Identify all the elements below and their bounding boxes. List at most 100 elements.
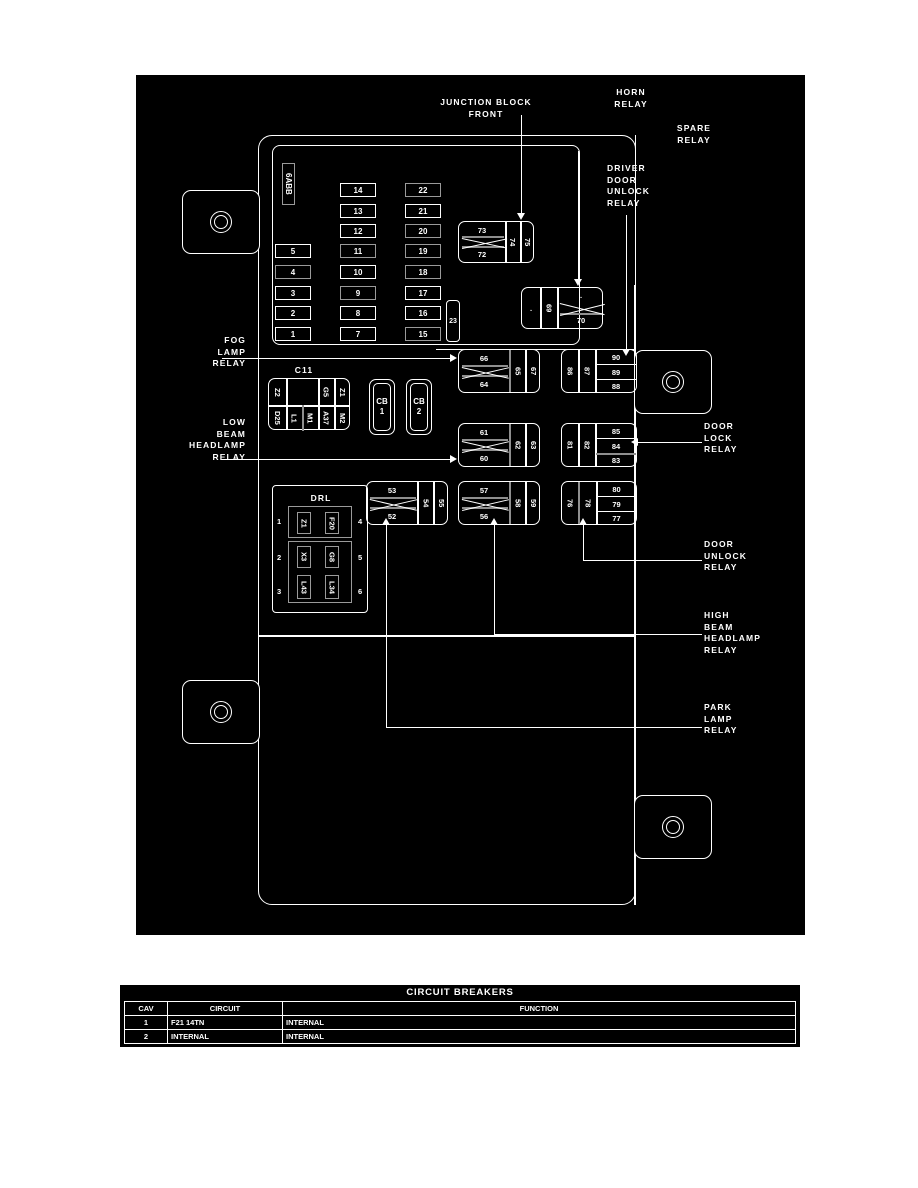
fuse-3[interactable]: 3 bbox=[275, 286, 311, 300]
fuse-19[interactable]: 19 bbox=[405, 244, 441, 258]
leader-horn bbox=[521, 115, 522, 215]
diagram-panel: JUNCTION BLOCK FRONT HORN RELAY SPARE RE… bbox=[136, 75, 805, 935]
c11-v1 bbox=[286, 379, 288, 429]
leader-doorunlock-v bbox=[583, 524, 584, 560]
fuse-18[interactable]: 18 bbox=[405, 265, 441, 279]
circuit-breaker-2-label: CB 2 bbox=[410, 383, 428, 431]
fuse-5[interactable]: 5 bbox=[275, 244, 311, 258]
tab-outer-circle bbox=[662, 371, 684, 393]
c11-cav-Z2: Z2 bbox=[273, 387, 282, 397]
relay-driver-door-unlock[interactable]: 86 87 90 89 88 bbox=[561, 349, 637, 393]
relay-spare[interactable]: . 69 . 70 bbox=[521, 287, 605, 329]
row2-circuit: INTERNAL bbox=[167, 1029, 283, 1044]
relay-doorlock-h1 bbox=[596, 438, 636, 439]
diagram-title: JUNCTION BLOCK FRONT bbox=[440, 97, 532, 119]
relay-horn-cav-72: 72 bbox=[477, 249, 487, 259]
relay-highbeam-cav-57: 57 bbox=[479, 485, 489, 495]
leader-doorlock bbox=[636, 442, 702, 443]
fuse-2[interactable]: 2 bbox=[275, 306, 311, 320]
relay-doorunlock-cav-80: 80 bbox=[612, 484, 621, 494]
drl-module-outline bbox=[272, 485, 368, 613]
fuse-22[interactable]: 22 bbox=[405, 183, 441, 197]
relay-ddu-div2 bbox=[595, 350, 597, 392]
fuse-4[interactable]: 4 bbox=[275, 265, 311, 279]
row1-cav: 1 bbox=[124, 1015, 168, 1030]
relay-doorlock-div2 bbox=[595, 424, 597, 466]
drl-cav-L43: L43 bbox=[297, 575, 311, 599]
relay-lowbeam-div2 bbox=[525, 424, 527, 466]
relay-door-lock[interactable]: 81 82 85 84 83 bbox=[561, 423, 637, 467]
relay-fog-div1 bbox=[509, 350, 511, 392]
circuit-breaker-1[interactable]: CB 1 bbox=[369, 379, 395, 435]
relay-door-unlock[interactable]: 76 78 80 79 77 bbox=[561, 481, 637, 525]
relay-doorunlock-div1 bbox=[578, 482, 580, 524]
drl-pin-3: 3 bbox=[277, 587, 282, 596]
fuse-11[interactable]: 11 bbox=[340, 244, 376, 258]
relay-high-beam-headlamp[interactable]: 57 56 58 59 bbox=[458, 481, 540, 525]
fuse-20[interactable]: 20 bbox=[405, 224, 441, 238]
fuse-15[interactable]: 15 bbox=[405, 327, 441, 341]
connector-c11[interactable]: Z2 G5 Z1 D25 L1 M1 A37 M2 bbox=[268, 378, 350, 431]
leader-parklamp-arrow bbox=[382, 518, 390, 525]
drl-top-compartment[interactable]: Z1 F20 bbox=[288, 506, 352, 538]
fuse-1[interactable]: 1 bbox=[275, 327, 311, 341]
relay-spare-div2 bbox=[557, 288, 559, 328]
relay-highbeam-cav-58: 58 bbox=[513, 498, 523, 508]
fuse-14[interactable]: 14 bbox=[340, 183, 376, 197]
relay-low-beam-headlamp[interactable]: 61 60 62 63 bbox=[458, 423, 540, 467]
fuse-7[interactable]: 7 bbox=[340, 327, 376, 341]
relay-horn-cav-73: 73 bbox=[477, 225, 487, 235]
fuse-cavity-outline bbox=[272, 145, 580, 345]
tab-inner-circle bbox=[666, 375, 680, 389]
header-cav: CAV bbox=[124, 1001, 168, 1016]
relay-doorunlock-h2 bbox=[597, 511, 636, 512]
relay-doorlock-cav-85: 85 bbox=[611, 426, 621, 436]
leader-driver-unlock-arrow bbox=[622, 349, 630, 356]
leader-driver-unlock bbox=[626, 215, 627, 351]
relay-park-bar-bottom bbox=[370, 507, 416, 509]
relay-horn-cav-75: 75 bbox=[523, 237, 532, 247]
fuse-21[interactable]: 21 bbox=[405, 204, 441, 218]
fuse-23[interactable]: 23 bbox=[446, 300, 460, 342]
fuse-13[interactable]: 13 bbox=[340, 204, 376, 218]
fuse-16[interactable]: 16 bbox=[405, 306, 441, 320]
circuit-breaker-2[interactable]: CB 2 bbox=[406, 379, 432, 435]
junction-block-lower-step bbox=[258, 635, 636, 637]
relay-horn[interactable]: 73 72 74 75 bbox=[458, 221, 534, 263]
fuse-8[interactable]: 8 bbox=[340, 306, 376, 320]
relay-spare-cav-69: 69 bbox=[544, 303, 554, 313]
relay-lowbeam-bar-bottom bbox=[462, 449, 508, 451]
c11-cav-G5: G5 bbox=[321, 386, 331, 397]
fuse-10[interactable]: 10 bbox=[340, 265, 376, 279]
relay-doorlock-cav-83: 83 bbox=[611, 456, 621, 465]
drl-pin-2: 2 bbox=[277, 553, 282, 562]
tab-outer-circle bbox=[210, 211, 232, 233]
drl-bottom-compartment[interactable]: X3 G8 L43 L34 bbox=[288, 541, 352, 603]
tab-outer-circle bbox=[210, 701, 232, 723]
table-header-row: CAV CIRCUIT FUNCTION bbox=[124, 1001, 796, 1016]
fuse-6ABB[interactable]: 6ABB bbox=[282, 163, 295, 205]
relay-park-div2 bbox=[433, 482, 435, 524]
relay-fog-cav-66: 66 bbox=[479, 353, 489, 363]
c11-cav-M1: M1 bbox=[305, 412, 315, 424]
relay-highbeam-div2 bbox=[525, 482, 527, 524]
leader-highbeam-arrow bbox=[490, 518, 498, 525]
relay-horn-div1 bbox=[505, 222, 507, 262]
tab-inner-circle bbox=[214, 705, 228, 719]
leader-fog-arrow bbox=[450, 354, 457, 362]
fuse-12[interactable]: 12 bbox=[340, 224, 376, 238]
callout-horn-relay: HORN RELAY bbox=[614, 87, 648, 109]
c11-hline bbox=[269, 405, 349, 407]
fuse-9[interactable]: 9 bbox=[340, 286, 376, 300]
c11-v2 bbox=[302, 405, 304, 431]
relay-park-lamp[interactable]: 53 52 54 55 bbox=[366, 481, 448, 525]
leader-doorunlock-arrow bbox=[579, 518, 587, 525]
fuse-17[interactable]: 17 bbox=[405, 286, 441, 300]
table-row: 1 F21 14TN INTERNAL bbox=[124, 1015, 796, 1030]
relay-fog-lamp[interactable]: 66 64 65 67 bbox=[458, 349, 540, 393]
relay-doorunlock-cav-79: 79 bbox=[612, 499, 621, 509]
relay-highbeam-div1 bbox=[509, 482, 511, 524]
callout-high-beam-headlamp-relay: HIGH BEAM HEADLAMP RELAY bbox=[704, 610, 761, 655]
leader-lowbeam bbox=[222, 459, 452, 460]
relay-lowbeam-cav-62: 62 bbox=[513, 440, 523, 450]
